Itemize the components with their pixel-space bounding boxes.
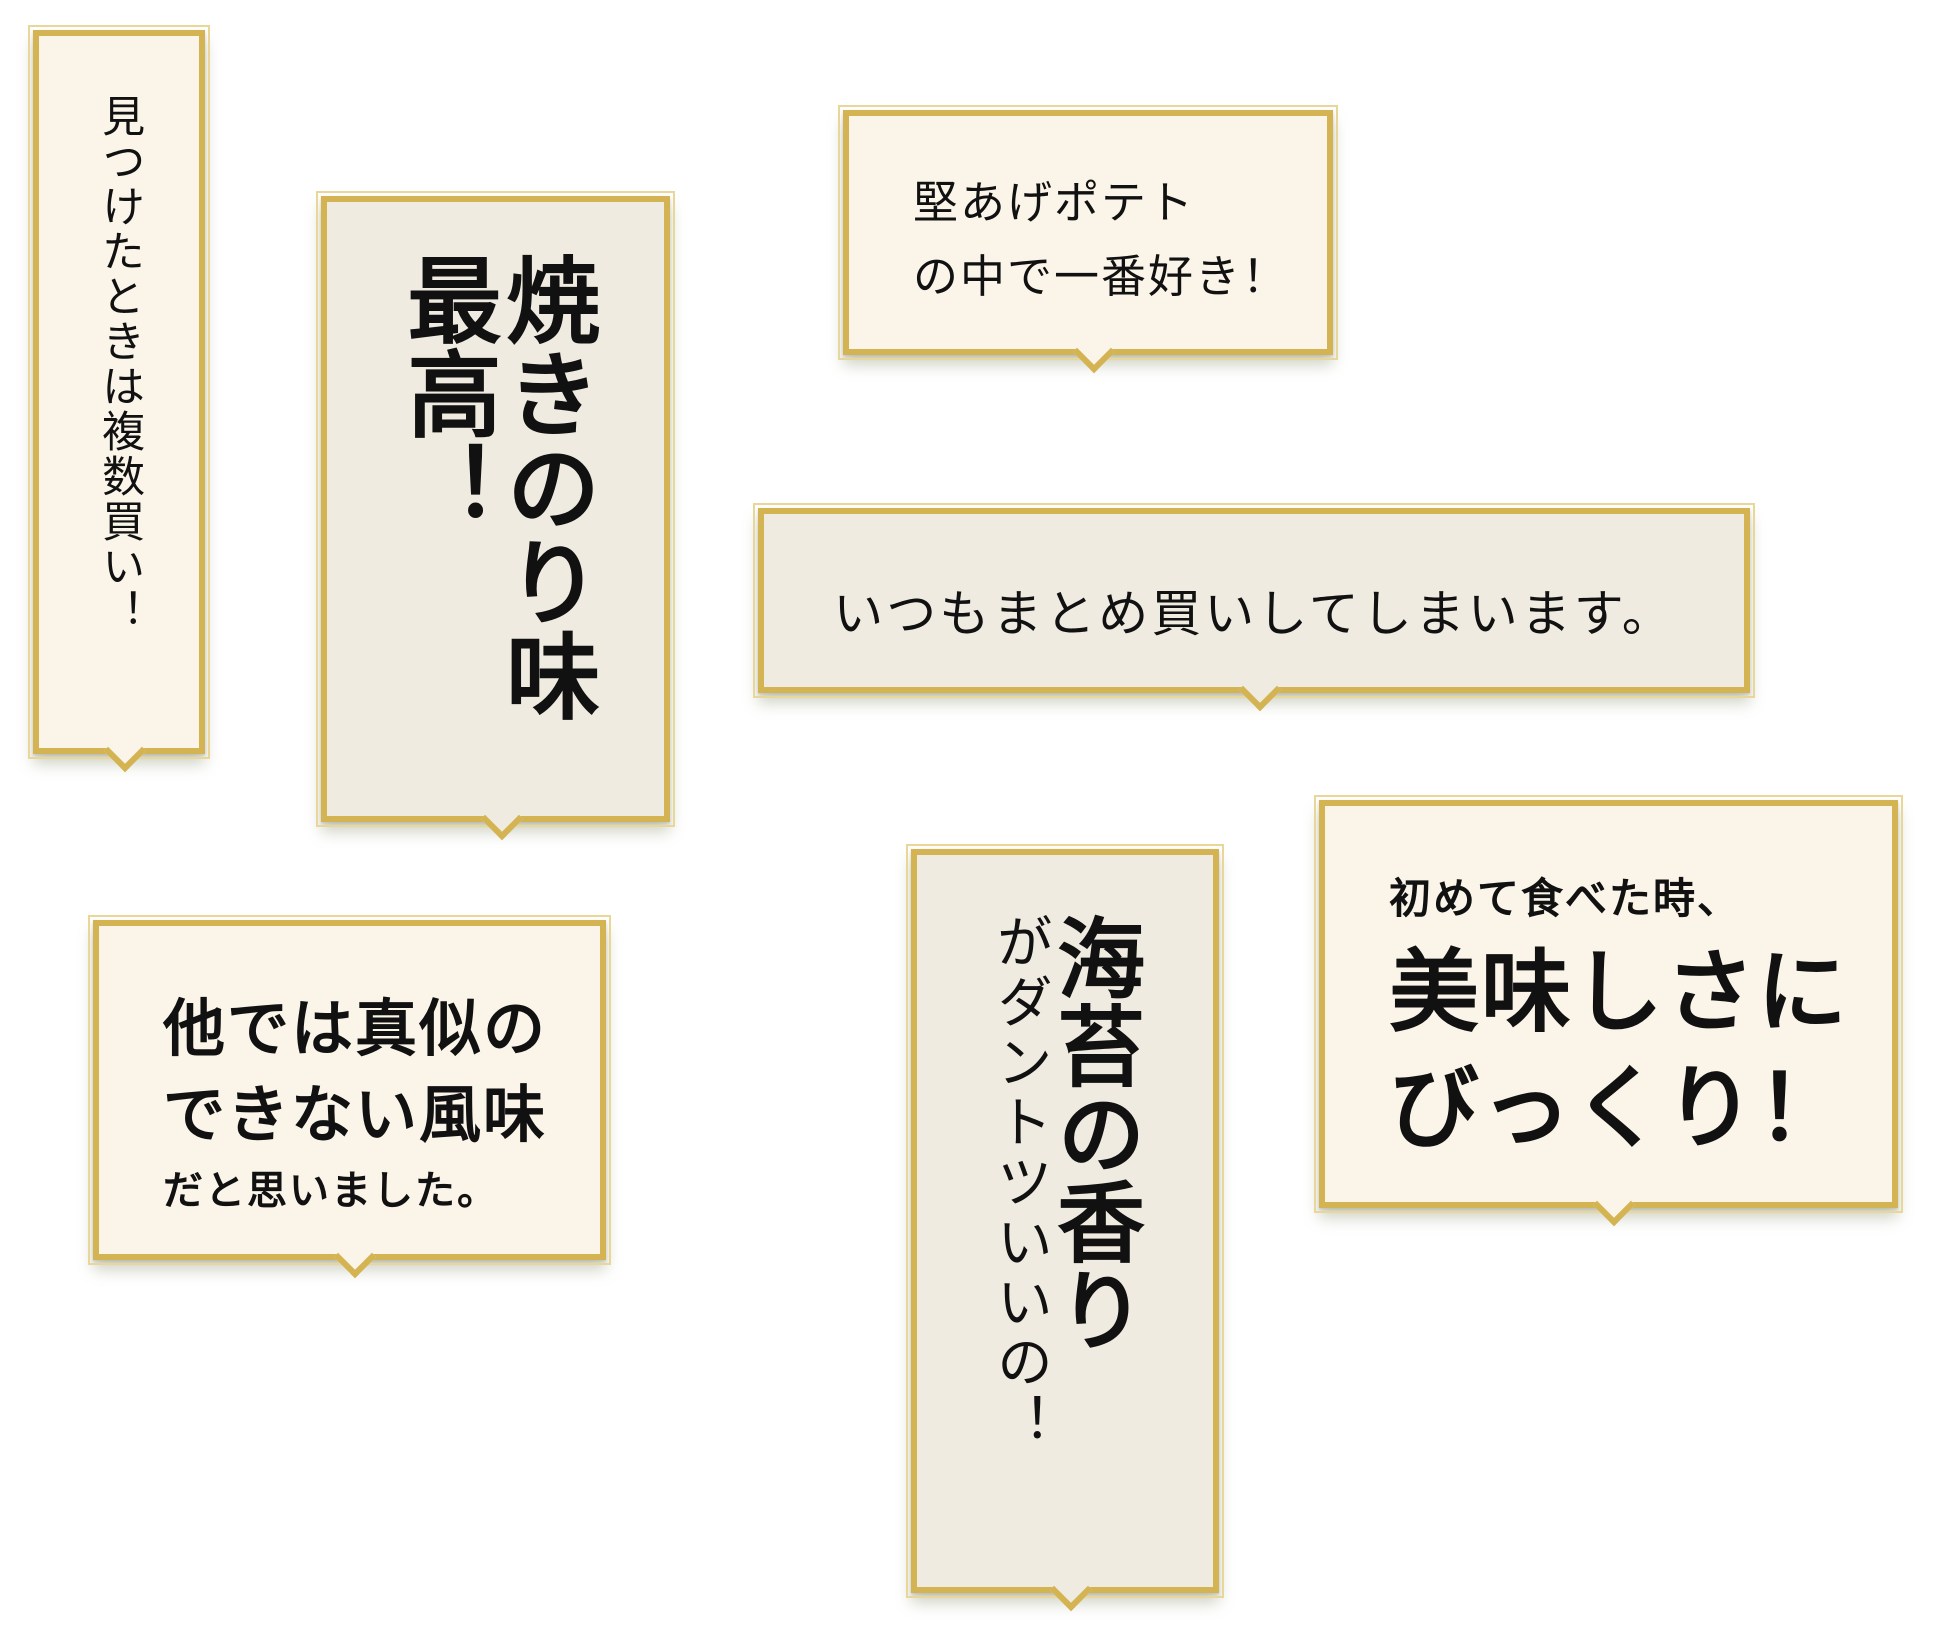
bubble-7-line-3: びっくり！ bbox=[1389, 1055, 1849, 1161]
speech-bubble-3: 堅あげポテト の中で一番好き！ bbox=[838, 105, 1338, 374]
bubble-5-line-3: だと思いました。 bbox=[163, 1167, 499, 1214]
bubble-5-text: 他では真似の できない風味 だと思いました。 bbox=[163, 986, 547, 1224]
speech-bubble-4: いつもまとめ買いしてしまいます。 bbox=[753, 503, 1755, 712]
speech-bubble-6: 海苔の香り がダントツいいの！ bbox=[906, 844, 1224, 1612]
bubble-2-tail bbox=[480, 797, 524, 841]
speech-bubble-1: 見つけたときは複数買い！ bbox=[28, 25, 210, 773]
speech-bubble-5: 他では真似の できない風味 だと思いました。 bbox=[88, 915, 611, 1279]
bubble-6-text: 海苔の香り がダントツいいの！ bbox=[987, 913, 1147, 1453]
bubble-6-column-1: 海苔の香り bbox=[1042, 913, 1147, 1353]
bubble-3-text: 堅あげポテト の中で一番好き！ bbox=[913, 166, 1289, 314]
bubble-3-tail bbox=[1072, 330, 1116, 374]
bubble-7-text: 初めて食べた時、 美味しさに びっくり！ bbox=[1389, 864, 1849, 1166]
bubble-6-tail bbox=[1049, 1568, 1093, 1612]
bubble-4-tail bbox=[1238, 668, 1282, 712]
bubble-7-line-2: 美味しさに bbox=[1389, 939, 1849, 1045]
bubble-7-tail bbox=[1592, 1183, 1636, 1227]
bubble-6-column-2: がダントツいいの！ bbox=[987, 913, 1053, 1453]
speech-bubble-2: 焼きのり味 最高！ bbox=[316, 191, 675, 841]
bubble-1-text: 見つけたときは複数買い！ bbox=[94, 94, 145, 634]
bubble-2-column-1: 焼きのり味 bbox=[490, 252, 601, 722]
bubble-5-tail bbox=[333, 1235, 377, 1279]
bubble-3-line-1: 堅あげポテト bbox=[913, 176, 1196, 229]
speech-bubble-7: 初めて食べた時、 美味しさに びっくり！ bbox=[1314, 795, 1903, 1227]
bubble-5-line-1: 他では真似の bbox=[163, 992, 548, 1065]
bubble-3-line-2: の中で一番好き！ bbox=[913, 250, 1290, 303]
bubble-4-text: いつもまとめ買いしてしまいます。 bbox=[833, 585, 1675, 643]
bubble-2-column-2: 最高！ bbox=[391, 252, 502, 534]
bubble-1-tail bbox=[103, 729, 147, 773]
bubble-5-line-2: できない風味 bbox=[163, 1078, 548, 1151]
bubble-2-text: 焼きのり味 最高！ bbox=[391, 252, 601, 722]
bubble-7-line-1: 初めて食べた時、 bbox=[1389, 874, 1742, 923]
